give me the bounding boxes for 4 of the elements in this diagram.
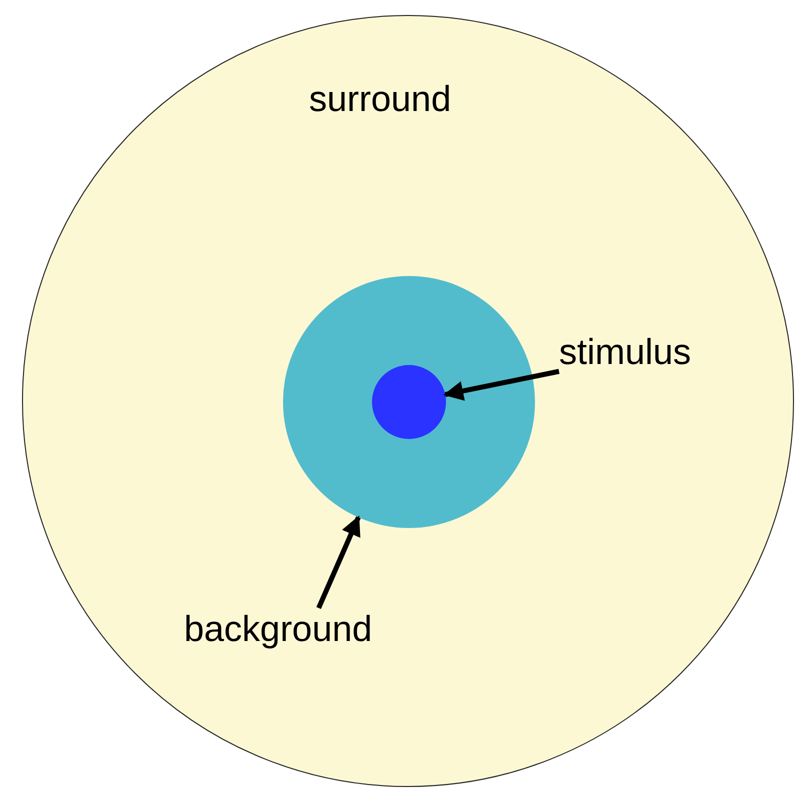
stimulus-label: stimulus: [559, 331, 692, 373]
circle-label: surround: [309, 78, 452, 120]
leader-line: [316, 516, 361, 609]
background-label: background: [184, 608, 372, 650]
